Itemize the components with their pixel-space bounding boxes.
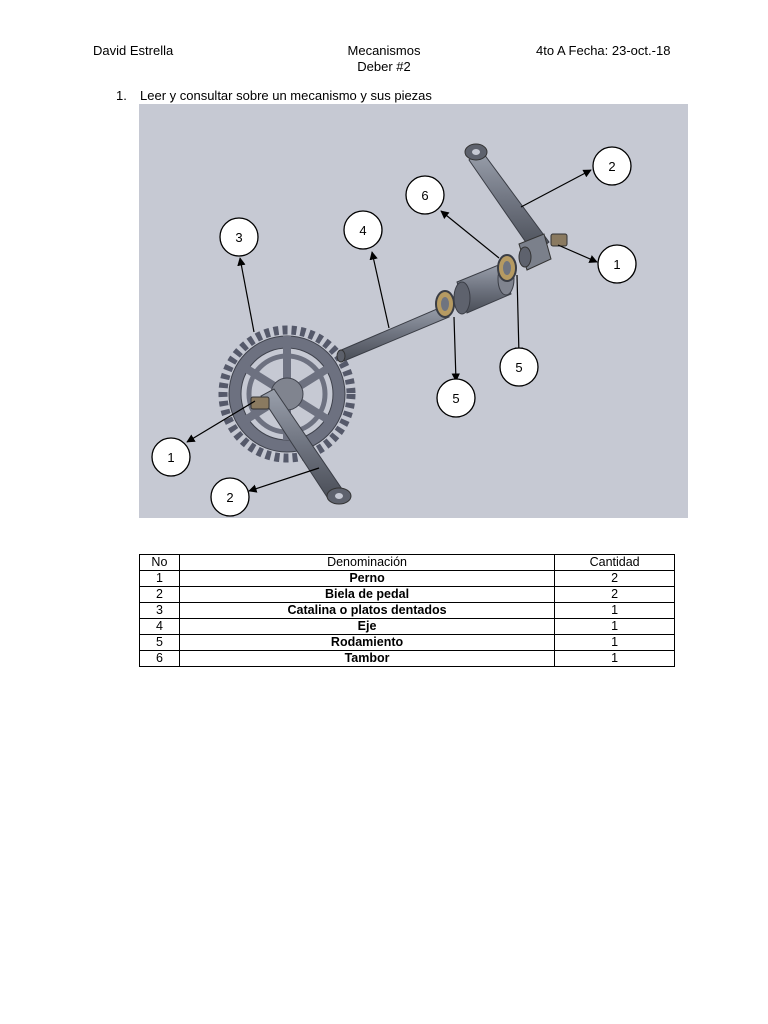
question-text: Leer y consultar sobre un mecanismo y su… [140, 88, 432, 103]
table-row: 3 Catalina o platos dentados 1 [139, 602, 675, 619]
part-name: Eje [178, 618, 556, 635]
bearing-left [435, 290, 455, 318]
crank-assembly-drawing: 2 6 4 3 1 5 5 1 [151, 143, 637, 517]
column-header: No [139, 554, 180, 571]
part-number: 2 [139, 586, 180, 603]
callout-5-left: 5 [436, 378, 476, 418]
svg-text:1: 1 [167, 450, 174, 465]
part-number: 6 [139, 650, 180, 667]
left-bolt [250, 396, 270, 410]
part-name: Perno [178, 570, 556, 587]
part-number: 5 [139, 634, 180, 651]
column-header: Denominación [178, 554, 556, 571]
part-quantity: 1 [554, 650, 675, 667]
right-bolt [550, 233, 568, 247]
svg-text:1: 1 [613, 257, 620, 272]
column-header: Cantidad [554, 554, 675, 571]
chainring [218, 325, 356, 463]
callout-1-left: 1 [151, 437, 191, 477]
svg-text:2: 2 [608, 159, 615, 174]
subject-title: Mecanismos [347, 43, 421, 58]
mechanism-figure: 2 6 4 3 1 5 5 1 [139, 104, 688, 518]
part-quantity: 1 [554, 618, 675, 635]
svg-text:6: 6 [421, 188, 428, 203]
table-row: 2 Biela de pedal 2 [139, 586, 675, 603]
part-name: Tambor [178, 650, 556, 667]
author-name: David Estrella [93, 43, 174, 58]
bearing-right [497, 254, 517, 282]
part-number: 3 [139, 602, 180, 619]
part-quantity: 2 [554, 586, 675, 603]
assignment-title: Deber #2 [357, 59, 411, 74]
part-number: 1 [139, 570, 180, 587]
course-date: 4to A Fecha: 23-oct.-18 [536, 43, 671, 58]
callout-arrows [186, 169, 598, 493]
svg-text:3: 3 [235, 230, 242, 245]
part-name: Biela de pedal [178, 586, 556, 603]
callout-4: 4 [343, 210, 383, 250]
question-number: 1. [116, 88, 127, 103]
part-name: Rodamiento [178, 634, 556, 651]
svg-text:4: 4 [359, 223, 366, 238]
right-crank-arm [464, 143, 552, 271]
callout-5-right: 5 [499, 347, 539, 387]
callout-3: 3 [219, 217, 259, 257]
callout-2-left: 2 [210, 477, 250, 517]
svg-text:5: 5 [452, 391, 459, 406]
svg-text:2: 2 [226, 490, 233, 505]
callout-1-right: 1 [597, 244, 637, 284]
header-center: Mecanismos Deber #2 [0, 43, 768, 75]
table-row: 4 Eje 1 [139, 618, 675, 635]
left-crank-arm [260, 388, 352, 505]
part-quantity: 1 [554, 634, 675, 651]
callout-2-right: 2 [592, 146, 632, 186]
callout-6: 6 [405, 175, 445, 215]
axle [336, 305, 450, 363]
part-number: 4 [139, 618, 180, 635]
part-quantity: 1 [554, 602, 675, 619]
table-header-row: No Denominación Cantidad [139, 554, 675, 571]
part-quantity: 2 [554, 570, 675, 587]
table-row: 5 Rodamiento 1 [139, 634, 675, 651]
table-row: 6 Tambor 1 [139, 650, 675, 667]
question-1: 1. Leer y consultar sobre un mecanismo y … [116, 88, 432, 103]
svg-text:5: 5 [515, 360, 522, 375]
parts-table: No Denominación Cantidad 1 Perno 2 2 Bie… [139, 554, 675, 667]
table-row: 1 Perno 2 [139, 570, 675, 587]
part-name: Catalina o platos dentados [178, 602, 556, 619]
